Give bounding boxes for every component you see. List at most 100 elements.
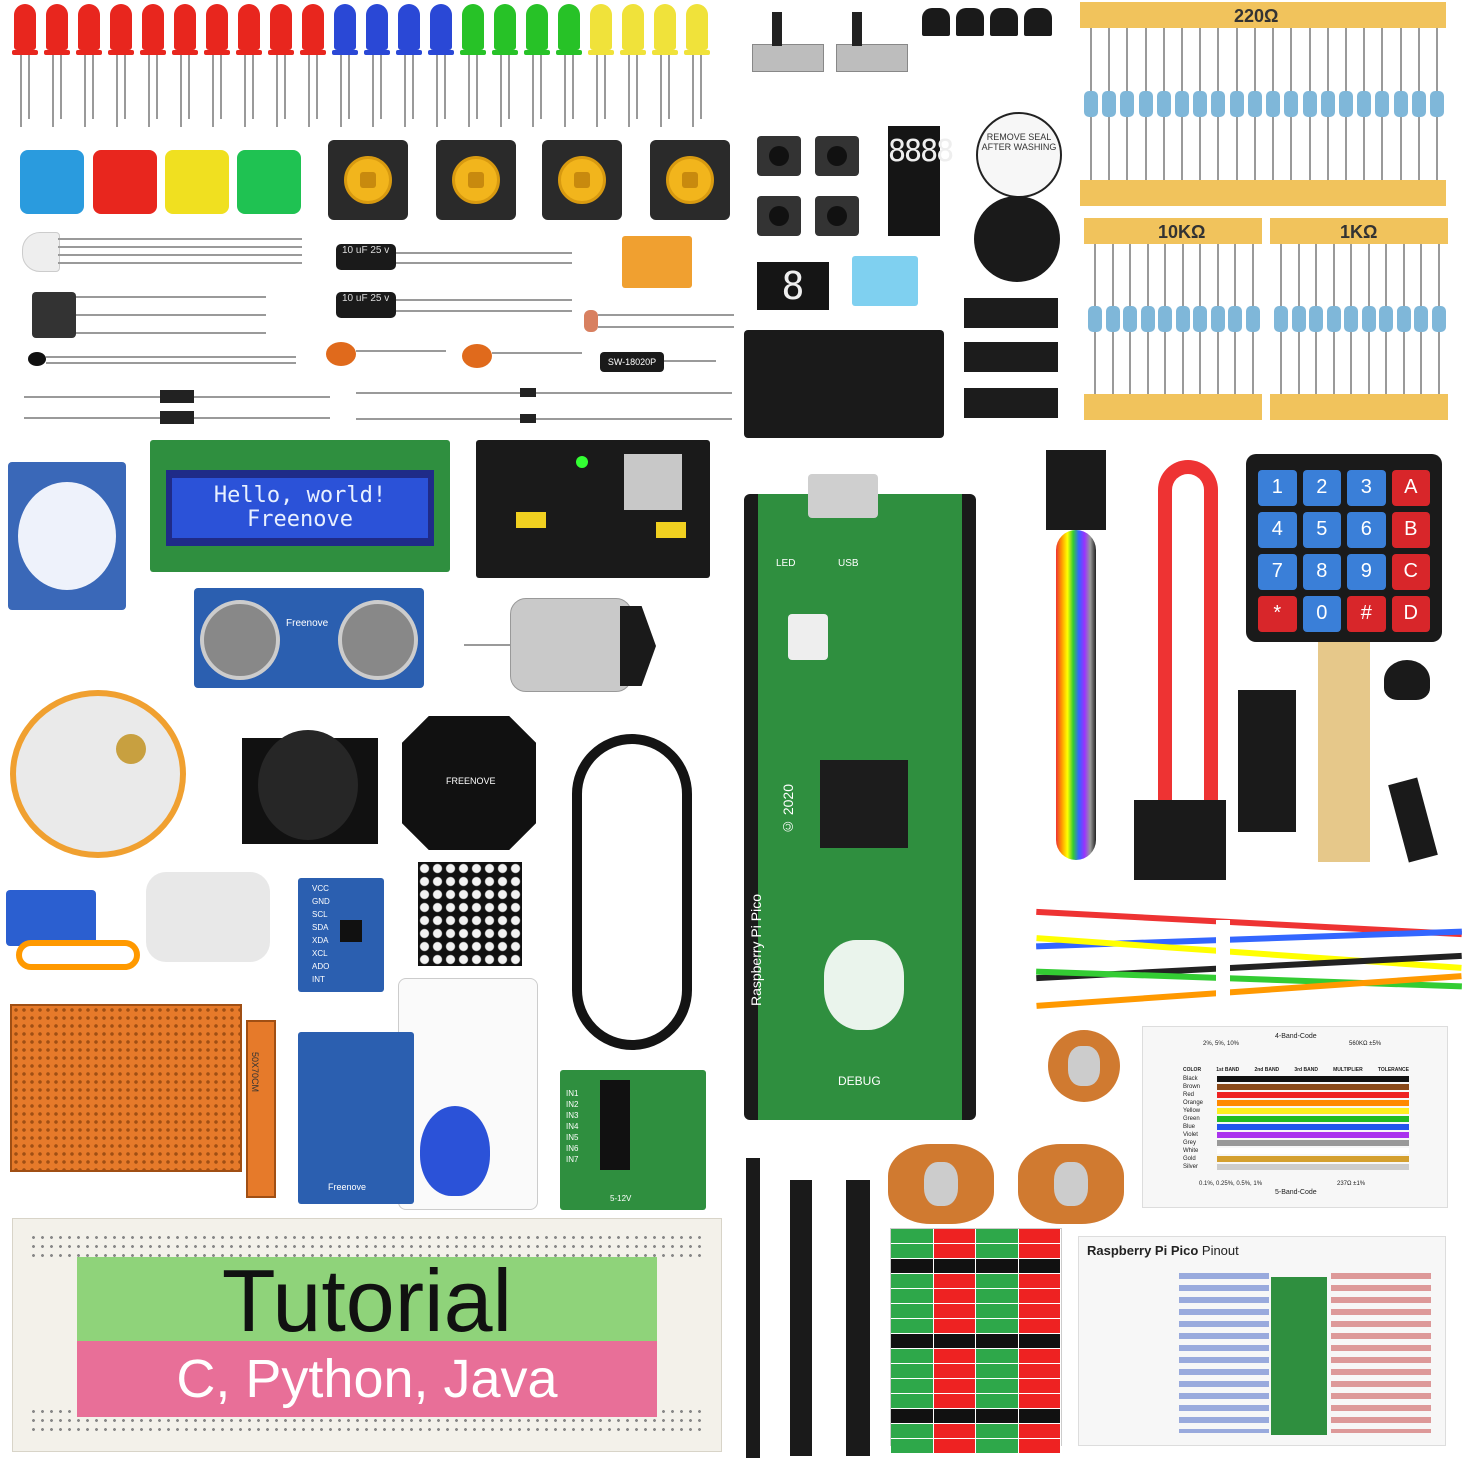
color-swatch [1217,1132,1409,1138]
pin-table-cell [933,1379,976,1393]
pin-table-cell [933,1274,976,1288]
led [396,4,422,134]
resistor [1228,244,1243,394]
resistor [1138,28,1153,180]
potentiometer [1048,1030,1120,1102]
slide-switch [752,44,824,72]
pin-table-row [891,1274,1061,1289]
resistor [1375,28,1390,180]
push-button [815,196,859,236]
color-name: Green [1183,1116,1200,1122]
resistor [1379,244,1394,394]
four-digit-display: 8888 [888,126,954,236]
ic-chip [964,342,1058,372]
pin-header [746,1158,760,1458]
tutorial-title-banner: Tutorial [77,1251,657,1350]
pin-table-cell [1018,1409,1061,1423]
resistor [1211,28,1226,180]
mpu-pin-label: VCC [312,884,329,893]
mpu-pin-label: ADO [312,962,330,971]
rp2040-chip [820,760,908,848]
resistor [1396,244,1411,394]
driver-pin-label: IN4 [566,1122,579,1131]
color-code-header: 1st BAND [1216,1067,1240,1073]
diode [520,414,536,423]
pin-table-row [891,1364,1061,1379]
keypad-key: D [1391,596,1430,632]
display-digits: 8888 [888,134,954,169]
led [236,4,262,134]
color-code-row: Blue [1183,1123,1409,1131]
resistor [1193,28,1208,180]
female-pin-header [790,1180,812,1456]
keypad-key: 1 [1258,470,1297,506]
pinout-title-bold: Raspberry Pi Pico [1087,1243,1199,1258]
resistor [1291,244,1306,394]
pin-table-cell [976,1319,1019,1333]
perfboard [10,1004,242,1172]
color-swatch [1217,1164,1409,1170]
color-code-row: Violet [1183,1131,1409,1139]
resistor [1175,28,1190,180]
led [140,4,166,134]
resistor [1338,28,1353,180]
electrolytic-capacitor: 10 uF 25 v [336,244,396,270]
tactile-switch [542,140,622,220]
pinout-board [1271,1277,1327,1435]
green-button-cap [237,150,301,214]
relay [622,236,692,288]
color-name: Gold [1183,1156,1196,1162]
pico-usb-label: USB [838,558,859,569]
servo-horns [146,872,270,962]
keypad-key: 6 [1347,512,1386,548]
keypad-key: 2 [1302,470,1341,506]
keypad-key: 5 [1302,512,1341,548]
pin-table-cell [1018,1394,1061,1408]
resistor [1320,28,1335,180]
pin-table-cell [891,1304,934,1318]
driver-pin-label: IN3 [566,1111,579,1120]
color-swatch [1217,1108,1409,1114]
keypad-key: 4 [1258,512,1297,548]
color-name: Yellow [1183,1108,1201,1114]
active-buzzer: REMOVE SEAL AFTER WASHING [976,112,1062,198]
pin-table-cell [891,1274,934,1288]
led [12,4,38,134]
color-code-header: 2nd BAND [1254,1067,1280,1073]
stepper-motor [10,690,186,858]
ultrasonic-sensor: Freenove [194,588,424,688]
tolerance-bottom-label: 0.1%, 0.25%, 0.5%, 1% [1199,1181,1263,1187]
motor-board [620,606,656,686]
resistor [1344,244,1359,394]
ceramic-capacitor [326,342,356,366]
resistor [1084,28,1098,180]
driver-pin-label: IN5 [566,1133,579,1142]
pin-table-row [891,1259,1061,1274]
color-name: Grey [1183,1140,1197,1146]
resistor [1229,28,1244,180]
color-swatch [1217,1156,1409,1162]
perfboard-size-label: 50X70CM [250,1052,260,1093]
color-code-row: Grey [1183,1139,1409,1147]
tutorial-languages-banner: C, Python, Java [77,1341,657,1417]
lcd-screen: Hello, world! Freenove [172,478,428,538]
keypad-key: 9 [1347,554,1386,590]
push-button [815,136,859,176]
passive-buzzer [974,196,1060,282]
lcd-line-1: Hello, world! [213,483,387,508]
led [524,4,550,134]
pin-table-cell [976,1289,1019,1303]
resistor-pack-220: 220Ω [1080,2,1446,206]
ultrasonic-transmitter [200,600,280,680]
ir-receiver [32,292,76,338]
motor-shaft [116,734,146,764]
blue-button-cap [20,150,84,214]
resistor [1302,28,1317,180]
power-supply-module [476,440,710,578]
dc-motor [510,598,632,692]
pin-table-cell [976,1334,1019,1348]
led-matrix [418,862,522,966]
pin-table-cell [1018,1289,1061,1303]
pin-table-cell [1018,1244,1061,1258]
